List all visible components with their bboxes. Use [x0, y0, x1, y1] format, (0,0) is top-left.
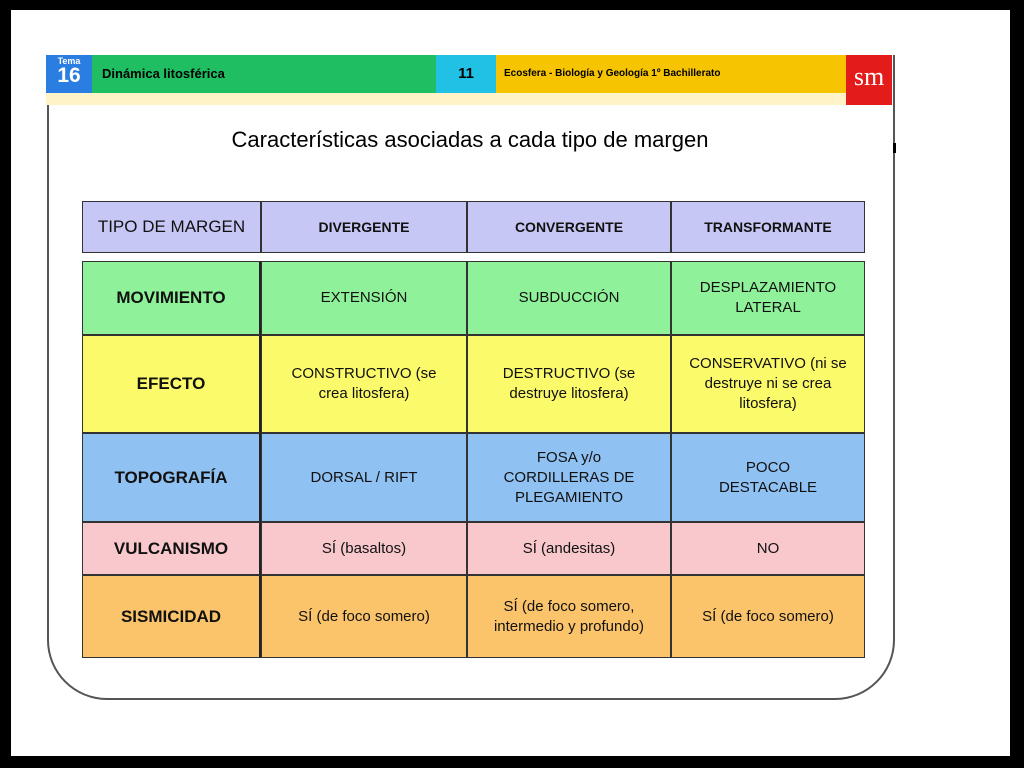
edge-mark [893, 143, 896, 153]
cell-efecto-transformante: CONSERVATIVO (ni se destruye ni se crea … [671, 335, 865, 433]
cell-efecto-divergente: CONSTRUCTIVO (se crea litosfera) [261, 335, 467, 433]
cell-sismicidad-transformante: SÍ (de foco somero) [671, 575, 865, 658]
header-strip [46, 93, 846, 105]
cell-vulcanismo-divergente: SÍ (basaltos) [261, 522, 467, 575]
table-header-tipo: TIPO DE MARGEN [82, 201, 261, 253]
cell-vulcanismo-transformante: NO [671, 522, 865, 575]
row-label-movimiento: MOVIMIENTO [82, 261, 261, 335]
table-header-divergente: DIVERGENTE [261, 201, 467, 253]
slide-header: Tema 16 Dinámica litosférica 11 Ecosfera… [46, 55, 896, 105]
cell-topografia-divergente: DORSAL / RIFT [261, 433, 467, 522]
content-card [47, 55, 895, 700]
tema-badge: Tema 16 [46, 55, 92, 93]
cell-movimiento-divergente: EXTENSIÓN [261, 261, 467, 335]
table-header-convergente: CONVERGENTE [467, 201, 671, 253]
cell-topografia-convergente: FOSA y/o CORDILLERAS DE PLEGAMIENTO [467, 433, 671, 522]
unit-title: Dinámica litosférica [92, 55, 436, 93]
cell-vulcanismo-convergente: SÍ (andesitas) [467, 522, 671, 575]
tema-label: Tema [57, 56, 81, 66]
row-label-sismicidad: SISMICIDAD [82, 575, 261, 658]
cell-movimiento-convergente: SUBDUCCIÓN [467, 261, 671, 335]
publisher-logo: sm [846, 55, 892, 105]
cell-movimiento-transformante: DESPLAZAMIENTO LATERAL [671, 261, 865, 335]
table-header-transformante: TRANSFORMANTE [671, 201, 865, 253]
row-label-vulcanismo: VULCANISMO [82, 522, 261, 575]
page-title: Características asociadas a cada tipo de… [231, 127, 709, 152]
tema-number: 16 [57, 64, 81, 87]
cell-sismicidad-convergente: SÍ (de foco somero, intermedio y profund… [467, 575, 671, 658]
course-title: Ecosfera - Biología y Geología 1º Bachil… [496, 55, 846, 93]
row-label-efecto: EFECTO [82, 335, 261, 433]
cell-efecto-convergente: DESTRUCTIVO (se destruye litosfera) [467, 335, 671, 433]
cell-topografia-transformante: POCO DESTACABLE [671, 433, 865, 522]
row-label-topografia: TOPOGRAFÍA [82, 433, 261, 522]
page-number: 11 [436, 55, 496, 93]
cell-sismicidad-divergente: SÍ (de foco somero) [261, 575, 467, 658]
